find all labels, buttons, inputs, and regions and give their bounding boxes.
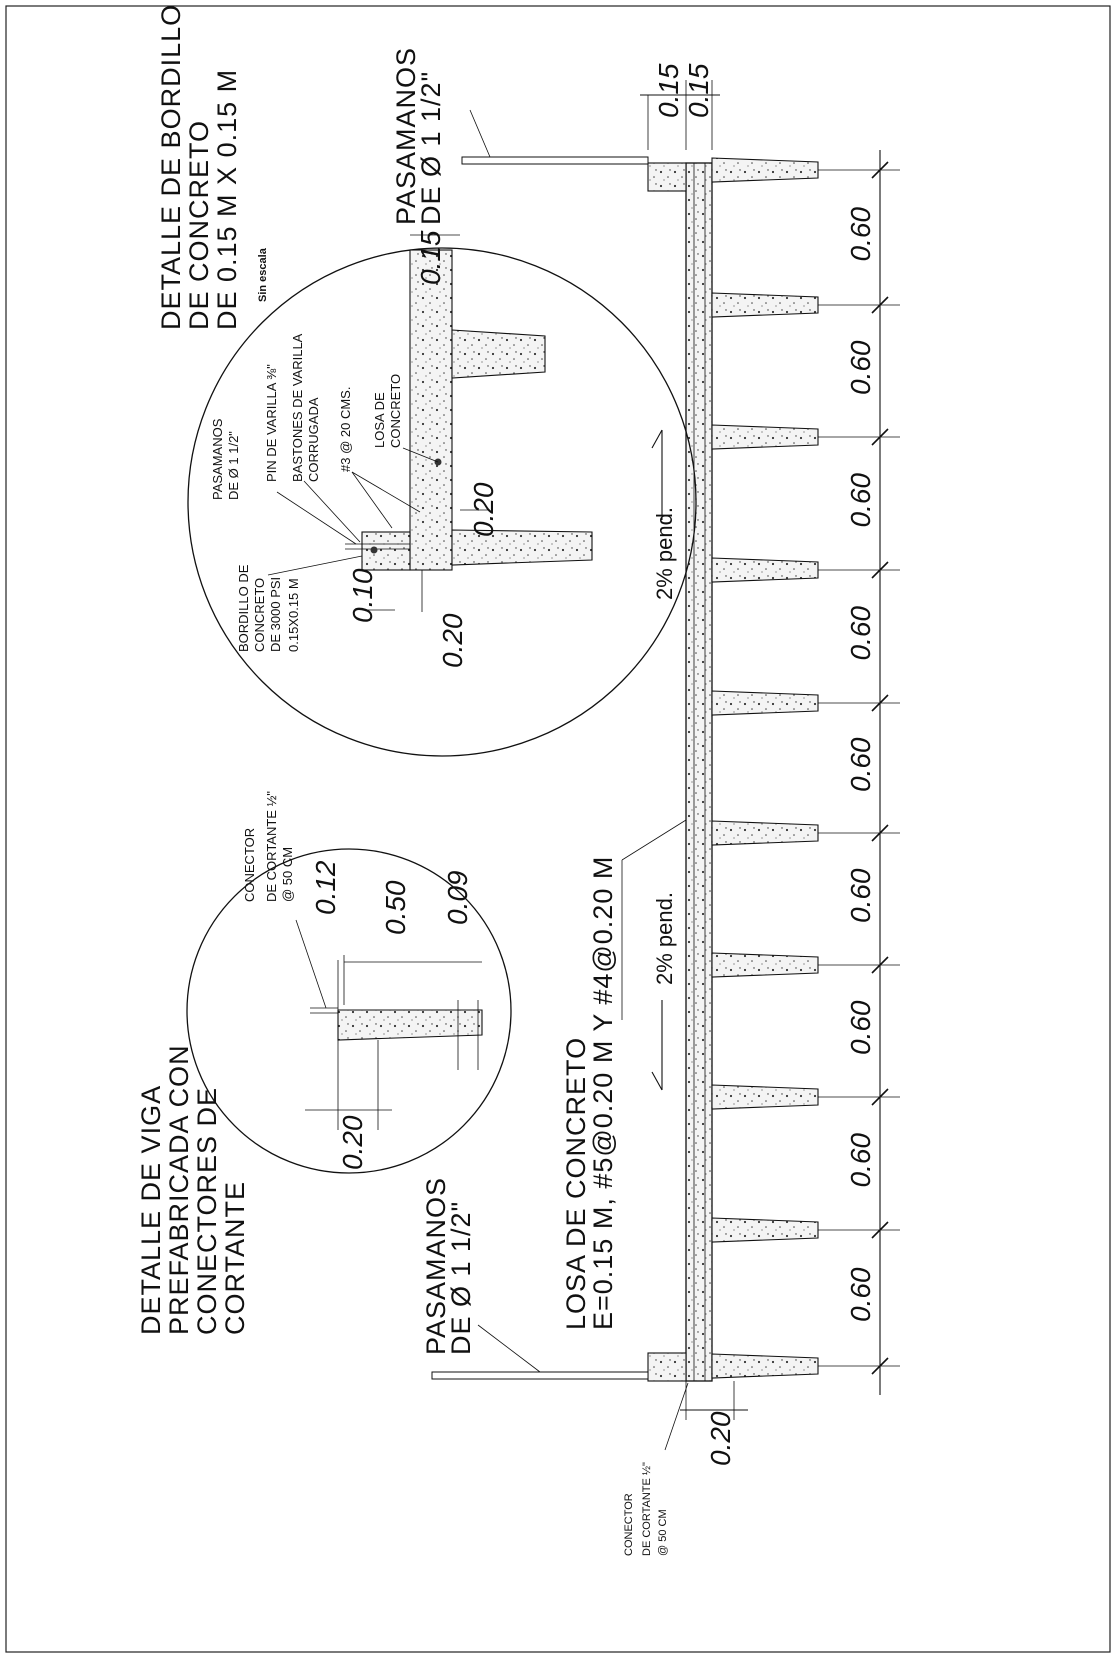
spacing-label: 0.60 bbox=[845, 473, 876, 528]
railing-bottom-line1: PASAMANOS bbox=[421, 1177, 451, 1355]
beam-dim-050: 0.50 bbox=[380, 880, 411, 935]
top-dim-2: 0.15 bbox=[683, 63, 714, 118]
beam-detail-circle bbox=[186, 848, 512, 1174]
railing-bottom-line2: DE Ø 1 1/2" bbox=[446, 1201, 476, 1355]
curb-top bbox=[647, 162, 687, 192]
main-bridge-section: 0.15 0.15 0.20 CONECTOR DE CORTANTE ½" @… bbox=[391, 47, 900, 1556]
connector-label-1: CONECTOR bbox=[623, 1493, 635, 1556]
curb-label-bastones-1: BASTONES DE VARILLA bbox=[290, 333, 305, 482]
railing-top-line1: PASAMANOS bbox=[391, 47, 421, 225]
spacing-label: 0.60 bbox=[845, 737, 876, 792]
precast-beam bbox=[711, 690, 819, 716]
precast-beam bbox=[711, 157, 819, 183]
curb-label-curb-2: CONCRETO bbox=[252, 578, 267, 652]
precast-beam bbox=[711, 1217, 819, 1243]
curb-label-losa-2: CONCRETO bbox=[388, 374, 403, 448]
spacing-labels: 0.60 0.60 0.60 0.60 0.60 0.60 0.60 0.60 0.60 bbox=[845, 207, 876, 1322]
beam-label-connector-2: DE CORTANTE ½" bbox=[264, 791, 279, 902]
slab-title-line1: LOSA DE CONCRETO bbox=[561, 1037, 591, 1330]
curb-dim-020-b: 0.20 bbox=[437, 613, 468, 668]
beam-label-connector-3: @ 50 CM bbox=[280, 847, 295, 902]
curb-title-line1: DETALLE DE BORDILLO bbox=[156, 4, 186, 330]
curb-label-railing-1: PASAMANOS bbox=[210, 418, 225, 500]
dimension-tick bbox=[871, 561, 889, 579]
slope-lower-label: 2% pend. bbox=[652, 892, 677, 985]
spacing-label: 0.60 bbox=[845, 1000, 876, 1055]
precast-beam bbox=[711, 820, 819, 846]
railing-top bbox=[461, 109, 649, 165]
spacing-ticks bbox=[818, 161, 900, 1375]
beam-detail: 0.12 0.50 0.09 0.20 CONECTOR DE CORTANTE… bbox=[136, 791, 512, 1335]
precast-beam bbox=[711, 424, 819, 450]
dimension-tick bbox=[871, 428, 889, 446]
curb-detail: 0.15 0.20 0.10 0.20 PASAMANOS DE Ø 1 1/2… bbox=[156, 4, 697, 757]
curb-title-line2: DE CONCRETO bbox=[184, 120, 214, 330]
connector-label-3: @ 50 CM bbox=[657, 1509, 669, 1556]
beam-title-line2: PREFABRICADA CON bbox=[164, 1044, 194, 1335]
spacing-label: 0.60 bbox=[845, 1133, 876, 1188]
dimension-tick bbox=[871, 694, 889, 712]
dimension-tick bbox=[871, 1088, 889, 1106]
beam-title-line4: CORTANTE bbox=[220, 1181, 250, 1335]
curb-detail-circle bbox=[187, 247, 697, 757]
railing-bottom bbox=[431, 1324, 649, 1380]
sheet-border bbox=[5, 5, 1111, 1653]
curb-label-bastones-3: #3 @ 20 CMS. bbox=[338, 387, 353, 472]
spacing-label: 0.60 bbox=[845, 340, 876, 395]
railing-top-line2: DE Ø 1 1/2" bbox=[416, 71, 446, 225]
spacing-label: 0.60 bbox=[845, 868, 876, 923]
curb-title-line3: DE 0.15 M X 0.15 M bbox=[212, 69, 242, 330]
dimension-tick bbox=[871, 956, 889, 974]
curb-label-curb-1: BORDILLO DE bbox=[236, 564, 251, 652]
beam-label-connector-1: CONECTOR bbox=[242, 828, 257, 902]
precast-beams bbox=[711, 157, 819, 1379]
beam-dim-009: 0.09 bbox=[442, 871, 473, 926]
slope-upper-label: 2% pend. bbox=[652, 507, 677, 600]
dimension-tick bbox=[871, 296, 889, 314]
beam-dim-020: 0.20 bbox=[337, 1115, 368, 1170]
top-dim-1: 0.15 bbox=[653, 63, 684, 118]
precast-beam bbox=[711, 1353, 819, 1379]
curb-label-curb-3: DE 3000 PSI bbox=[268, 577, 283, 652]
curb-label-railing-2: DE Ø 1 1/2" bbox=[226, 431, 241, 500]
connector-label-2: DE CORTANTE ½" bbox=[641, 1462, 653, 1556]
dimension-tick bbox=[871, 1357, 889, 1375]
curb-label-losa-1: LOSA DE bbox=[372, 392, 387, 448]
beam-title-line1: DETALLE DE VIGA bbox=[136, 1085, 166, 1335]
curb-dim-010: 0.10 bbox=[347, 568, 378, 623]
spacing-label: 0.60 bbox=[845, 1267, 876, 1322]
beam-dim-012: 0.12 bbox=[310, 860, 341, 915]
concrete-slab bbox=[685, 162, 713, 1382]
curb-label-pin: PIN DE VARILLA ⅜" bbox=[264, 364, 279, 482]
bottom-dim: 0.20 bbox=[705, 1411, 736, 1466]
precast-beam bbox=[711, 557, 819, 583]
dimension-tick bbox=[871, 824, 889, 842]
curb-bottom bbox=[647, 1352, 687, 1382]
precast-beam bbox=[711, 952, 819, 978]
curb-label-bastones-2: CORRUGADA bbox=[306, 397, 321, 482]
spacing-label: 0.60 bbox=[845, 207, 876, 262]
precast-beam bbox=[711, 292, 819, 318]
curb-dim-015: 0.15 bbox=[415, 230, 446, 285]
beam-title-line3: CONECTORES DE bbox=[192, 1087, 222, 1335]
curb-dim-020-a: 0.20 bbox=[468, 482, 499, 537]
spacing-label: 0.60 bbox=[845, 606, 876, 661]
dimension-tick bbox=[871, 161, 889, 179]
dimension-tick bbox=[871, 1221, 889, 1239]
slab-title-line2: E=0.15 M, #5@0.20 M Y #4@0.20 M bbox=[588, 856, 618, 1330]
scale-note: Sin escala bbox=[257, 247, 269, 302]
curb-label-curb-4: 0.15X0.15 M bbox=[286, 578, 301, 652]
precast-beam bbox=[711, 1084, 819, 1110]
